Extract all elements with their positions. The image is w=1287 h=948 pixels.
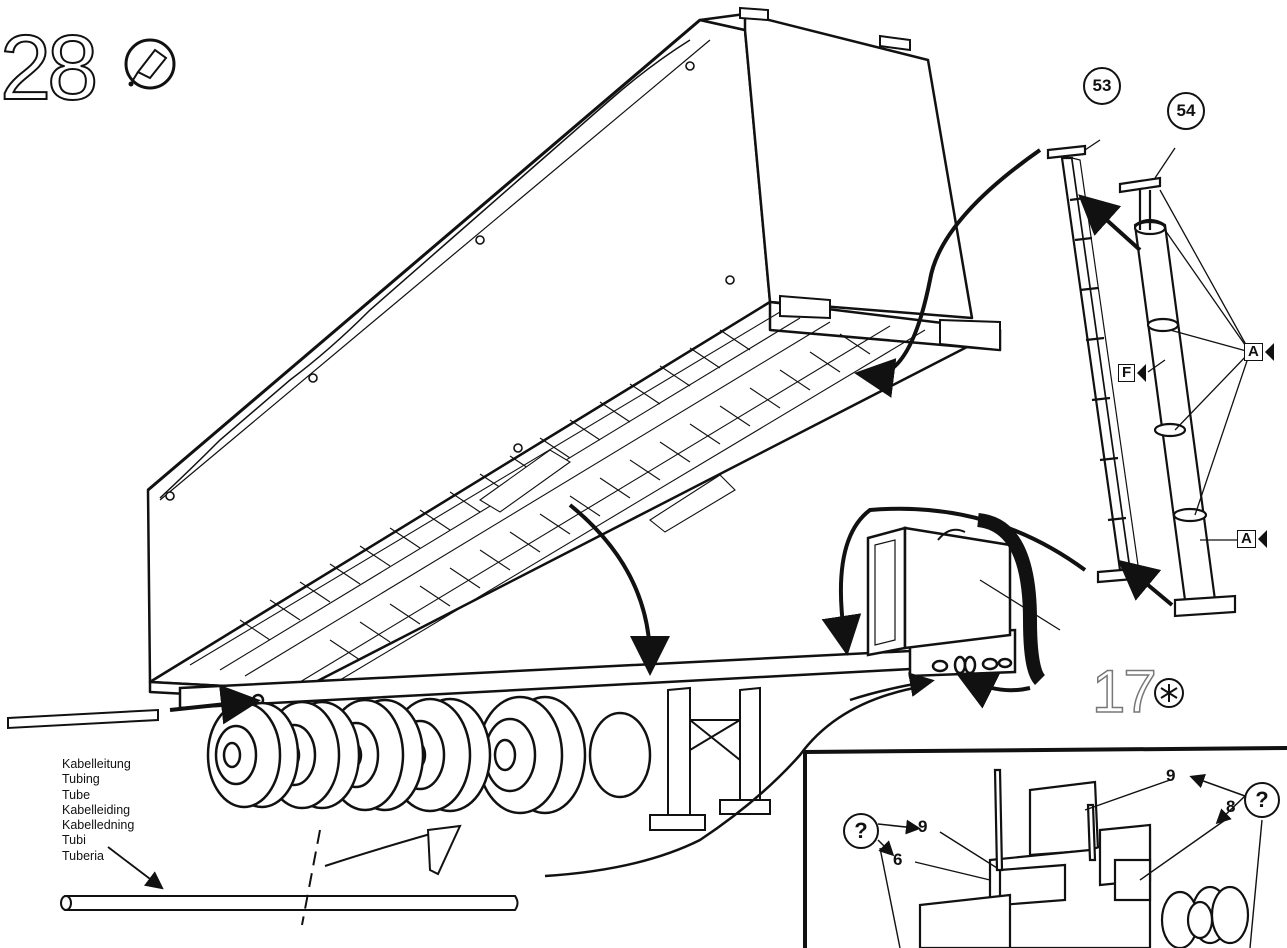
inset-label-6: 6 [893, 850, 903, 869]
part-54-tube [1118, 176, 1237, 618]
part-17-label: 17 [1091, 658, 1157, 725]
glue-tube-icon [124, 38, 176, 90]
tubing-label: Kabelleitung [62, 757, 131, 771]
part-53-label: 53 [1083, 67, 1121, 105]
tag-a-lower: A [1237, 530, 1267, 548]
inset-label-8: 8 [1226, 797, 1236, 816]
dump-body [146, 12, 1002, 702]
body-rivets [165, 61, 735, 501]
floor-slats [189, 311, 926, 687]
inset-label-9-top: 9 [1166, 766, 1176, 785]
assembly-arrows [169, 148, 1174, 725]
air-tank-assembly [866, 513, 1046, 685]
tag-a-lower-text: A [1237, 530, 1256, 548]
chassis-frame [178, 628, 1017, 710]
tubing-label: Tube [62, 787, 91, 802]
tubing-guide-line [544, 684, 926, 878]
question-mark-icon: ? [843, 813, 879, 849]
callout-lines [979, 139, 1251, 631]
tag-chevron-icon [1257, 530, 1267, 548]
tubing [7, 708, 519, 911]
tubing-label-list: Kabelleitung Tubing Tube Kabelleiding Ka… [62, 757, 134, 864]
tag-a-upper-text: A [1244, 343, 1263, 361]
end-hinges [739, 6, 1001, 352]
tag-f-text: F [1118, 364, 1136, 382]
inset-panel [803, 746, 1287, 948]
tubing-label: Tuberia [62, 848, 104, 863]
tag-chevron-icon [1137, 364, 1147, 382]
wheel-set [206, 695, 652, 815]
tubing-pointer [107, 846, 164, 890]
tarp-edge [159, 39, 691, 499]
tubing-label: Tubing [62, 772, 100, 787]
question-mark-icon: ? [1244, 782, 1280, 818]
step-number: 28 [0, 17, 99, 119]
part-54-label: 54 [1167, 92, 1205, 130]
tag-f: F [1118, 364, 1147, 382]
tubing-label: Tubi [62, 833, 86, 848]
tag-a-upper: A [1244, 343, 1274, 361]
tubing-label: Kabelleiding [62, 802, 131, 817]
tubing-label: Kabelledning [62, 818, 135, 833]
landing-gear [649, 686, 771, 831]
inset-label-9-left: 9 [918, 817, 928, 836]
asterisk-circle-icon [1154, 678, 1184, 708]
tag-chevron-icon [1264, 343, 1274, 361]
cut-mark [301, 824, 462, 926]
